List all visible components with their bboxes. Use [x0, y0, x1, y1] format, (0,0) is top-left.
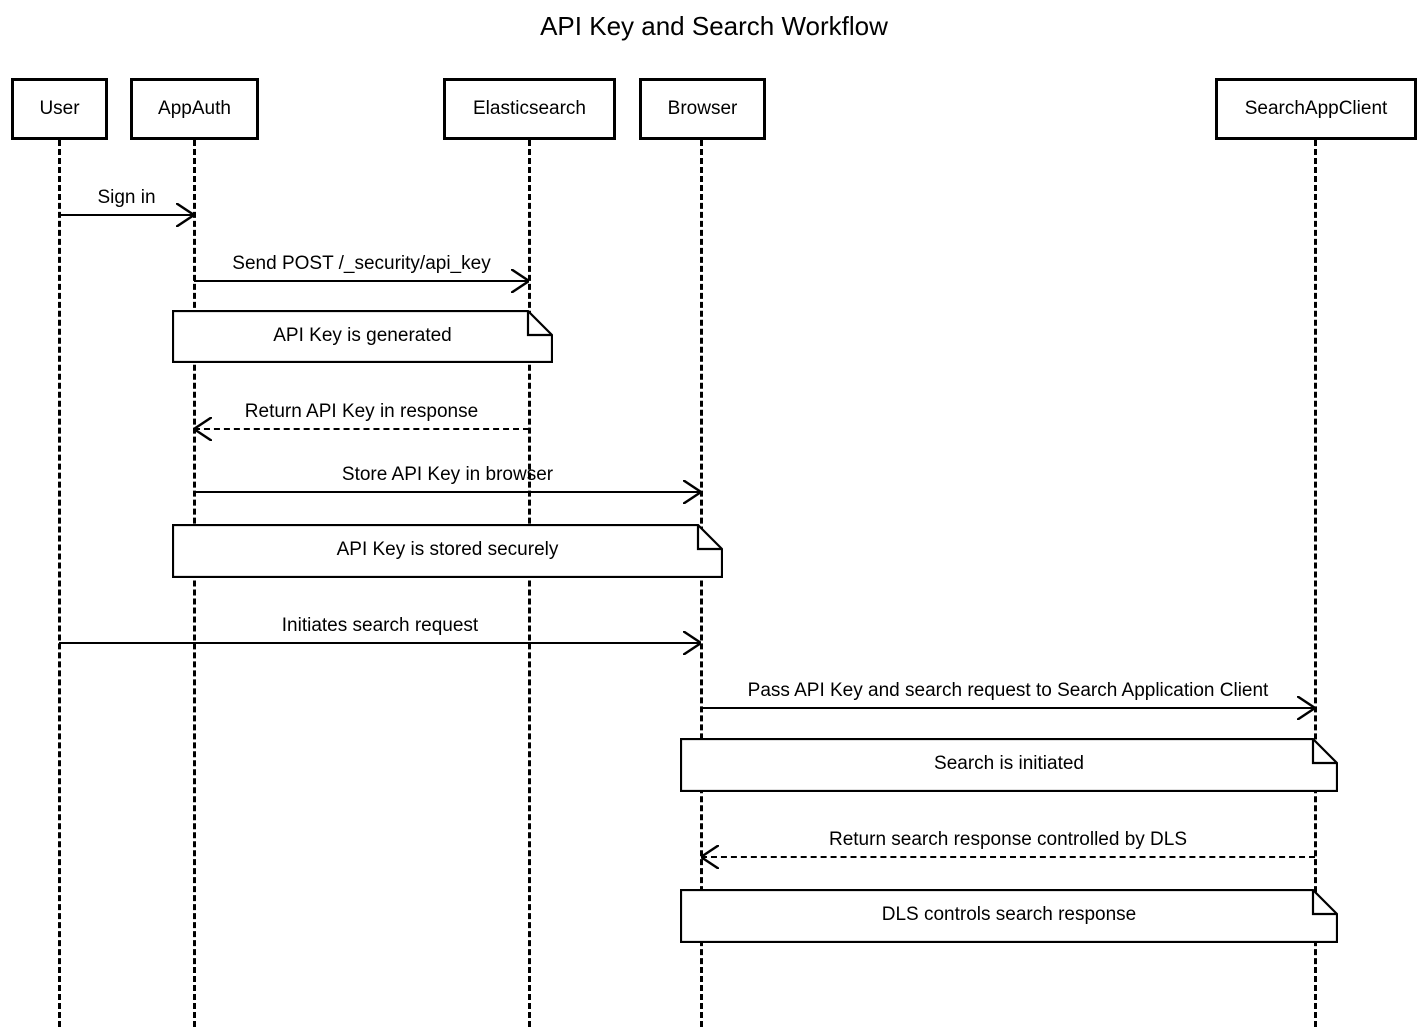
message-label-m5: Initiates search request — [281, 615, 479, 636]
participant-box-browser[interactable]: Browser — [639, 78, 766, 140]
arrowhead-m1 — [176, 203, 194, 227]
note-text-n3: Search is initiated — [934, 753, 1084, 774]
participant-label-elasticsearch: Elasticsearch — [473, 98, 586, 119]
note-text-n2: API Key is stored securely — [336, 539, 559, 560]
message-line-m2 — [194, 280, 529, 282]
message-line-m5 — [59, 642, 701, 644]
lifeline-searchappclient — [1314, 140, 1317, 1027]
participant-label-browser: Browser — [667, 98, 738, 119]
note-n3 — [680, 738, 1338, 792]
message-label-m4: Store API Key in browser — [341, 464, 554, 485]
arrowhead-m3 — [194, 417, 212, 441]
note-text-n1: API Key is generated — [273, 324, 452, 346]
message-label-m3: Return API Key in response — [244, 401, 479, 422]
participant-label-appauth: AppAuth — [158, 98, 231, 119]
message-label-m6: Pass API Key and search request to Searc… — [747, 680, 1269, 701]
message-label-m2: Send POST /_security/api_key — [232, 253, 491, 274]
page-title: API Key and Search Workflow — [540, 11, 888, 41]
lifeline-elasticsearch — [528, 140, 531, 1027]
arrowhead-m5 — [683, 631, 701, 655]
lifeline-user — [58, 140, 61, 1027]
note-text-n4: DLS controls search response — [881, 904, 1137, 925]
arrowhead-m7 — [701, 845, 719, 869]
message-line-m6 — [701, 707, 1315, 709]
arrowhead-m4 — [683, 480, 701, 504]
message-line-m3 — [194, 428, 529, 430]
participant-box-searchappclient[interactable]: SearchAppClient — [1215, 78, 1417, 140]
message-label-m1: Sign in — [97, 187, 156, 208]
note-n1 — [172, 310, 553, 363]
message-label-m7: Return search response controlled by DLS — [828, 829, 1188, 850]
participant-box-elasticsearch[interactable]: Elasticsearch — [443, 78, 616, 140]
note-n2 — [172, 524, 723, 578]
participant-label-searchappclient: SearchAppClient — [1244, 98, 1388, 119]
arrowhead-m2 — [511, 269, 529, 293]
participant-box-user[interactable]: User — [11, 78, 108, 140]
message-line-m1 — [59, 214, 194, 216]
arrowhead-m6 — [1297, 696, 1315, 720]
participant-box-appauth[interactable]: AppAuth — [130, 78, 259, 140]
message-line-m4 — [194, 491, 701, 493]
lifeline-appauth — [193, 140, 196, 1027]
message-line-m7 — [701, 856, 1315, 858]
participant-label-user: User — [39, 98, 80, 119]
note-n4 — [680, 889, 1338, 943]
lifeline-browser — [700, 140, 703, 1027]
